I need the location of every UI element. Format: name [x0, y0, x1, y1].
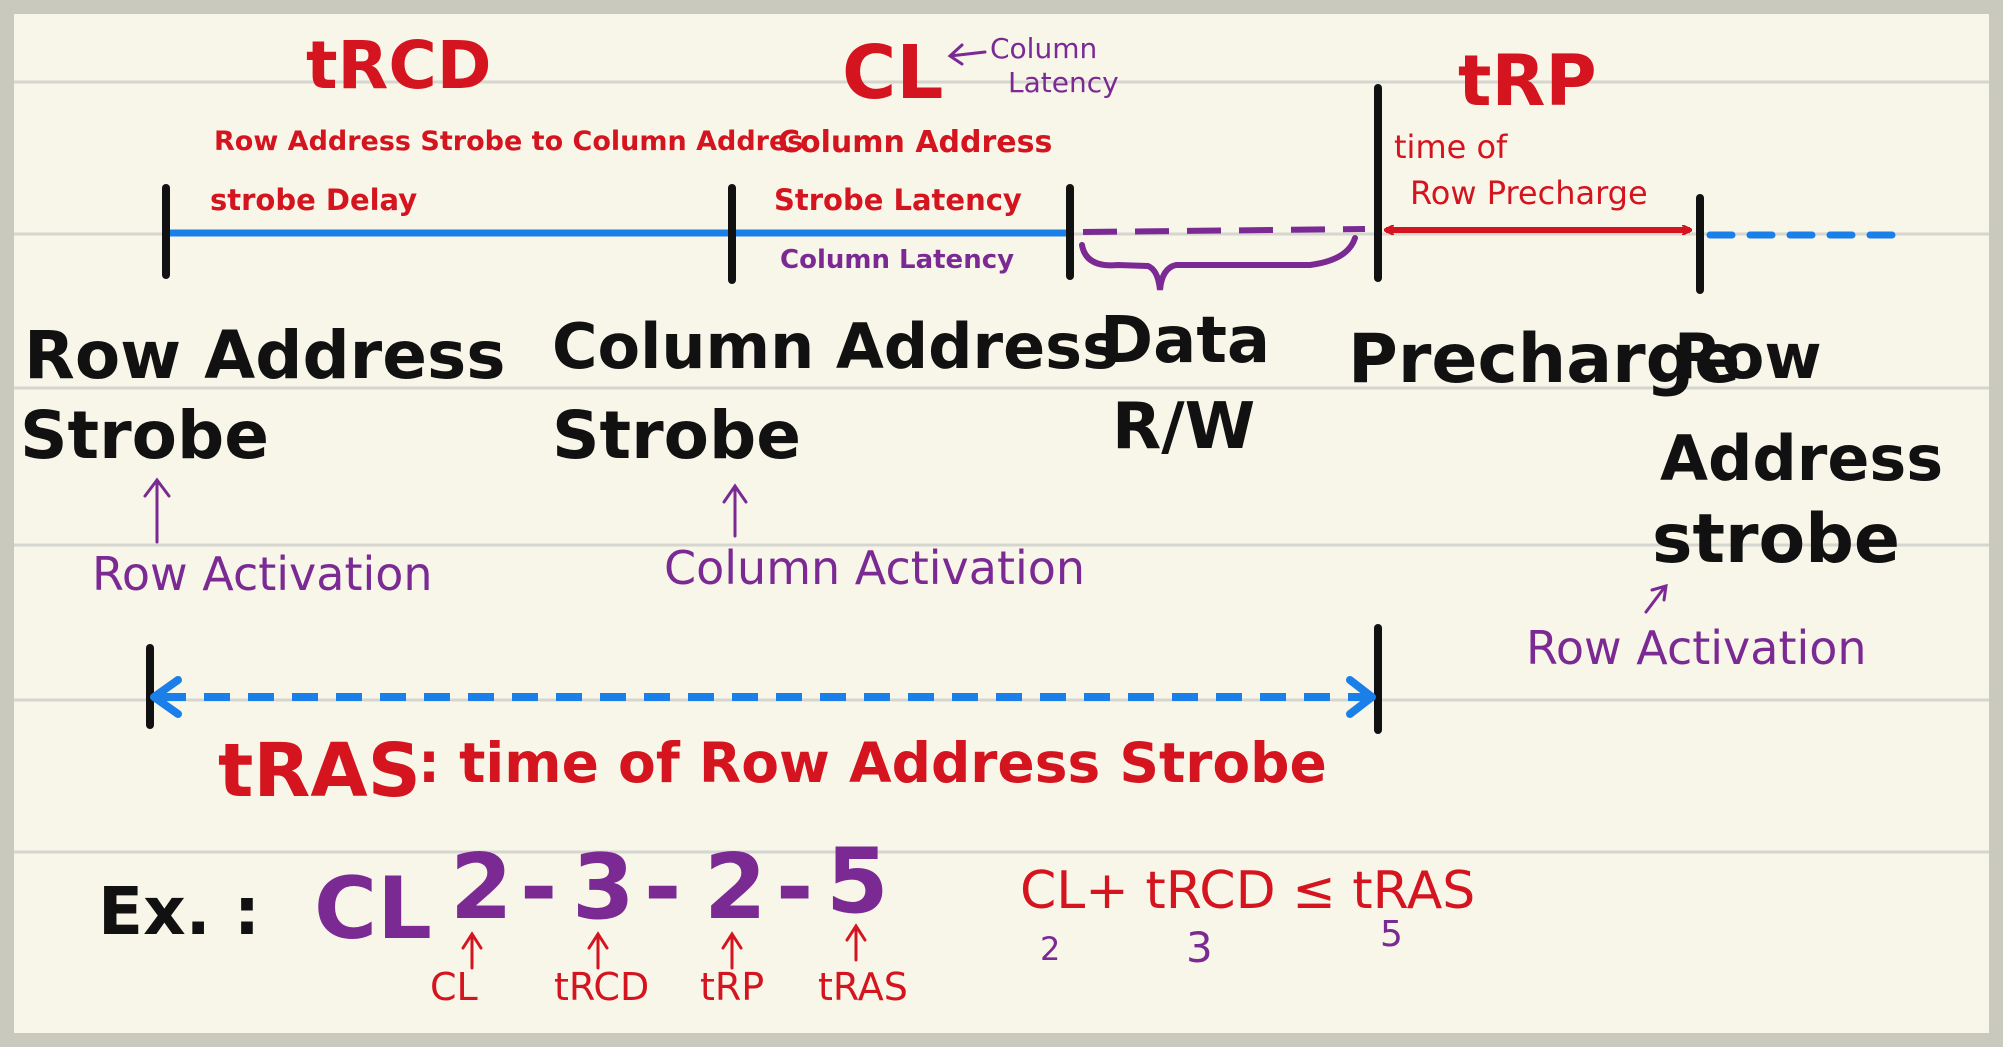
example-label-trp: tRP	[700, 965, 764, 1009]
example-d1: -	[520, 835, 557, 940]
example-formula-val-trcd: 3	[1186, 923, 1213, 972]
cl-note-line2: Latency	[1008, 66, 1119, 99]
tras-arrowhead-right	[1346, 676, 1376, 718]
trcd-desc-line1: Row Address Strobe to Column Addres	[214, 126, 803, 157]
tras-desc: : time of Row Address Strobe	[418, 731, 1327, 795]
column-activation-label: Column Activation	[664, 541, 1085, 595]
row-activation-2-label: Row Activation	[1526, 621, 1867, 675]
column-address-strobe-label-line2: Strobe	[552, 397, 801, 474]
example-n4: 5	[826, 829, 889, 934]
row-address-strobe-2-label-line2: Address	[1660, 422, 1943, 495]
row-activation-2-arrow	[1644, 583, 1668, 614]
trp-desc-line1: time of	[1394, 128, 1508, 166]
data-rw-label-line2: R/W	[1112, 390, 1255, 464]
row-address-strobe-label-line2: Strobe	[20, 397, 269, 474]
example-label-cl: CL	[430, 965, 478, 1009]
cl-note-arrow	[947, 43, 987, 66]
trcd-title: tRCD	[306, 27, 492, 104]
example-prefix: CL	[314, 859, 432, 959]
cl-desc-line2: Strobe Latency	[774, 183, 1022, 217]
trp-desc-line2: Row Precharge	[1410, 174, 1648, 212]
cl-desc-line1: Column Address	[778, 125, 1052, 160]
example-n2: 3	[572, 835, 635, 940]
example-label-arrows	[461, 923, 867, 970]
column-activation-arrow	[722, 483, 748, 538]
precharge-label: Precharge	[1348, 320, 1740, 399]
row-address-strobe-2-label-line1: Row	[1674, 320, 1822, 393]
example-formula: CL+ tRCD ≤ tRAS	[1020, 861, 1475, 921]
tras-title: tRAS	[218, 728, 421, 814]
cl-sub: Column Latency	[780, 245, 1014, 275]
example-label-trcd: tRCD	[554, 965, 649, 1009]
cl-title: CL	[842, 30, 943, 116]
example-formula-val-tras: 5	[1380, 914, 1403, 955]
data-rw-dashed-line	[1082, 226, 1366, 235]
row-activation-arrow	[143, 477, 171, 544]
example-label-tras: tRAS	[818, 965, 908, 1009]
paper	[14, 14, 1989, 1033]
example-n3: 2	[704, 835, 767, 940]
column-address-strobe-label-line1: Column Address	[552, 310, 1119, 383]
tras-arrowhead-left	[150, 676, 182, 718]
trcd-desc-line2: strobe Delay	[210, 183, 417, 217]
row-activation-label: Row Activation	[92, 547, 433, 601]
cl-note-line1: Column	[990, 32, 1097, 65]
example-n1: 2	[450, 835, 513, 940]
trp-title: tRP	[1458, 40, 1597, 122]
row-address-strobe-label-line1: Row Address	[24, 317, 506, 394]
example-d2: -	[644, 835, 681, 940]
data-rw-label-line1: Data	[1100, 304, 1270, 378]
example-formula-val-cl: 2	[1040, 930, 1060, 968]
tick-marks	[146, 84, 1704, 734]
example-label: Ex. :	[98, 873, 260, 950]
example-d3: -	[776, 835, 813, 940]
data-rw-brace	[1079, 235, 1358, 291]
row-address-strobe-2-label-line3: strobe	[1652, 500, 1900, 579]
